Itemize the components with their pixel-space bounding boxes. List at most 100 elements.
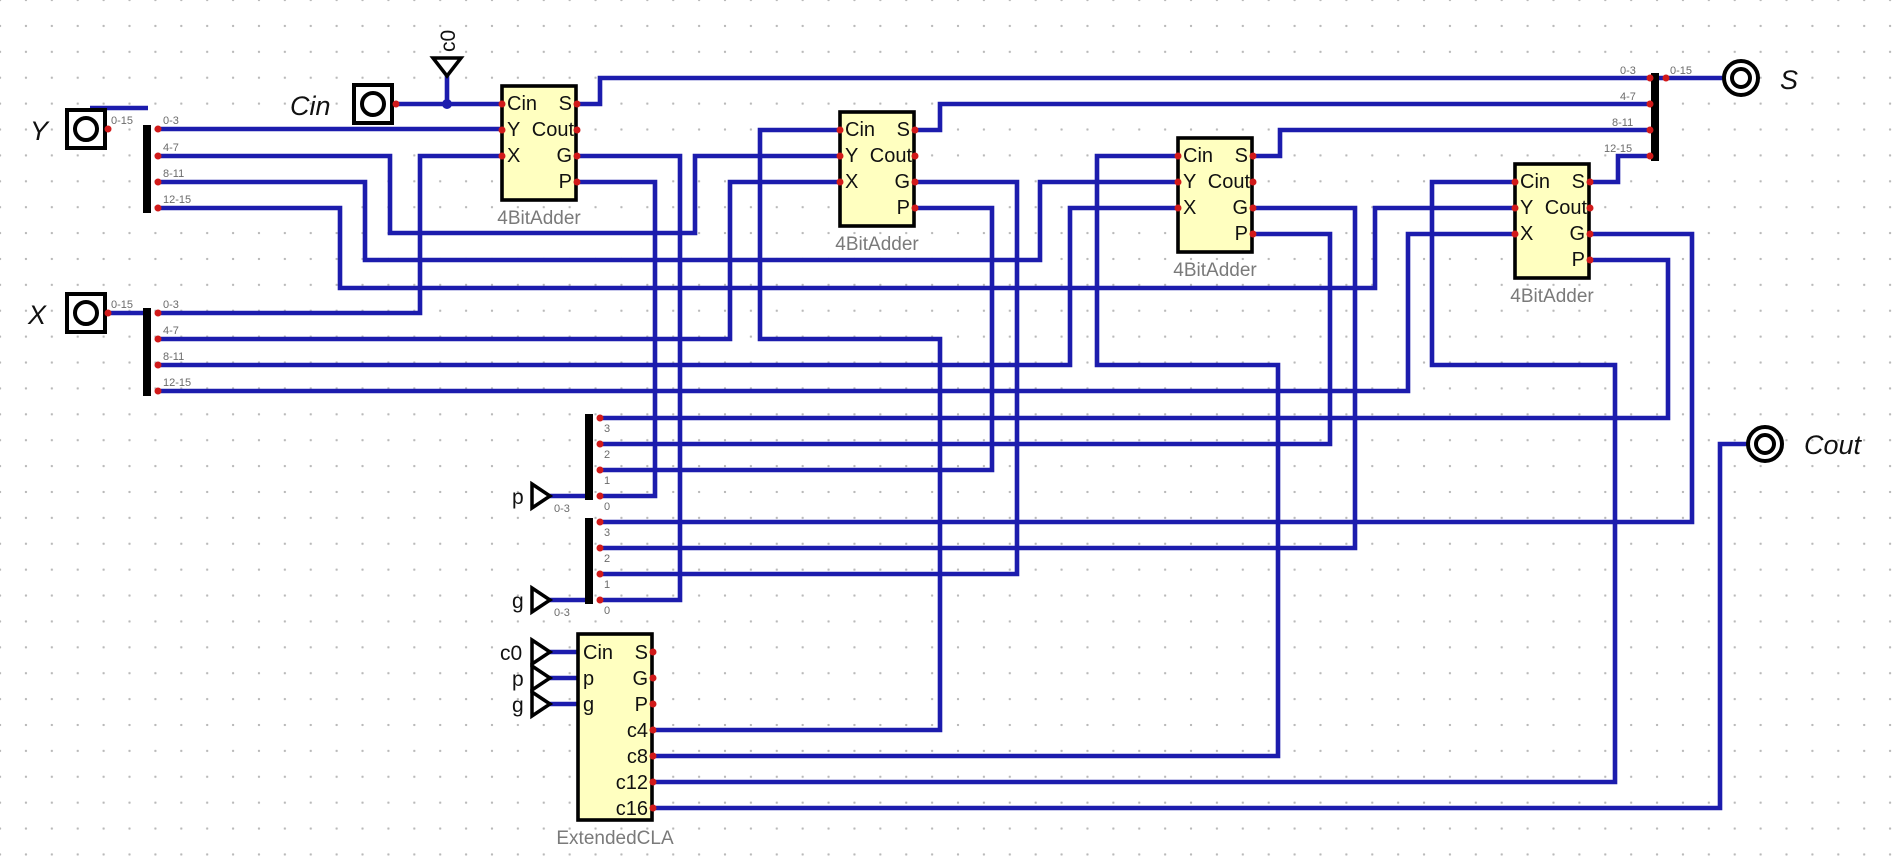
splitter-y[interactable]: 0-3 4-7 8-11 12-15 <box>143 115 191 213</box>
wire-x-0-3[interactable] <box>158 153 502 316</box>
wire-g2[interactable] <box>600 179 1020 577</box>
input-pin-y[interactable]: Y 0-15 <box>30 108 133 150</box>
wire-g4[interactable] <box>600 231 1695 525</box>
tap-label: 8-11 <box>163 168 184 180</box>
input-pin-cin[interactable]: Cin <box>290 83 400 125</box>
splitter-x[interactable]: 0-3 4-7 8-11 12-15 <box>143 299 191 396</box>
port-cout: Cout <box>870 145 913 167</box>
port-cout: Cout <box>1545 197 1588 219</box>
tap-label: 4-7 <box>1620 91 1636 103</box>
wire-s1[interactable] <box>577 75 1650 107</box>
tap-label: 2 <box>604 449 610 461</box>
tap-label: 4-7 <box>163 325 179 337</box>
wire-c4[interactable] <box>652 127 943 733</box>
bus-p[interactable]: 3 2 1 0 <box>585 414 610 513</box>
port-p: P <box>559 171 572 193</box>
wire-p3[interactable] <box>600 231 1333 447</box>
tap-label: 0-15 <box>1670 65 1692 77</box>
tap-label: 3 <box>604 527 610 539</box>
wire-g1[interactable] <box>577 153 683 603</box>
wire-s3[interactable] <box>1253 127 1650 159</box>
x-label: X <box>27 300 47 330</box>
g-tunnel-label: g <box>512 590 524 613</box>
adder-name: 4BitAdder <box>497 208 581 229</box>
port-g: G <box>1569 223 1585 245</box>
port-x: X <box>507 145 520 167</box>
port-g: G <box>1232 197 1248 219</box>
wire-s4[interactable] <box>1591 153 1650 185</box>
port-x: X <box>845 171 858 193</box>
port-cin: Cin <box>1183 145 1213 167</box>
cla-port-cin: Cin <box>583 642 613 664</box>
wire-y-12-15[interactable] <box>158 205 1515 291</box>
port-g: G <box>556 145 572 167</box>
port-x: X <box>1183 197 1196 219</box>
cin-label: Cin <box>290 91 331 121</box>
cla-g-label: g <box>512 694 524 717</box>
port-s: S <box>559 93 572 115</box>
tap-label: 0 <box>604 605 610 617</box>
tap-label: 0-3 <box>163 115 179 127</box>
extended-cla[interactable]: Cin p g S G P c4 c8 c12 c16 ExtendedCLA <box>556 632 674 849</box>
tap-label: 1 <box>604 579 610 591</box>
port-y: Y <box>1520 197 1533 219</box>
output-pin-cout[interactable]: Cout <box>1746 425 1863 463</box>
wire-p4[interactable] <box>600 257 1671 421</box>
tap-label: 3 <box>604 423 610 435</box>
wire-x-4-7[interactable] <box>158 179 840 342</box>
wire-c12[interactable] <box>652 179 1618 785</box>
wire-c16[interactable] <box>652 441 1748 811</box>
tap-label: 12-15 <box>1604 143 1632 155</box>
c0-tunnel-label: c0 <box>437 30 460 52</box>
wire-y-4-7[interactable] <box>158 153 840 236</box>
port-cout: Cout <box>532 119 575 141</box>
port-p: P <box>897 197 910 219</box>
tap-label: 8-11 <box>163 351 184 363</box>
cla-port-G: G <box>632 668 648 690</box>
adder-3[interactable]: Cin Y X S Cout G P 4BitAdder <box>1173 136 1257 281</box>
wire-c8[interactable] <box>652 153 1281 759</box>
y-width-label: 0-15 <box>111 115 133 127</box>
tunnel-g[interactable]: g 0-3 <box>512 584 570 619</box>
tap-label: 0 <box>604 501 610 513</box>
port-cin: Cin <box>507 93 537 115</box>
port-cin: Cin <box>845 119 875 141</box>
input-pin-x[interactable]: X 0-15 <box>27 292 133 334</box>
cla-port-c12: c12 <box>616 772 648 794</box>
adder-2[interactable]: Cin Y X S Cout G P 4BitAdder <box>835 110 919 255</box>
port-s: S <box>897 119 910 141</box>
port-p: P <box>1235 223 1248 245</box>
wire-p1[interactable] <box>577 179 658 499</box>
adder-name: 4BitAdder <box>835 234 919 255</box>
tunnel-cla-p[interactable]: p <box>512 662 554 694</box>
tap-label: 2 <box>604 553 610 565</box>
adder-1[interactable]: Cin Y X S Cout G P 4BitAdder <box>497 84 581 229</box>
wires <box>90 73 1748 811</box>
port-y: Y <box>507 119 520 141</box>
wire-y-8-11[interactable] <box>158 179 1178 263</box>
cla-name: ExtendedCLA <box>556 828 674 849</box>
splitter-s[interactable]: 0-3 4-7 8-11 12-15 0-15 <box>1604 65 1692 161</box>
tunnel-cla-c0[interactable]: c0 <box>500 636 554 668</box>
wire-x-12-15[interactable] <box>158 231 1515 394</box>
adder-name: 4BitAdder <box>1510 286 1594 307</box>
wire-x-8-11[interactable] <box>158 205 1178 368</box>
wire-g3[interactable] <box>600 205 1358 551</box>
port-s: S <box>1572 171 1585 193</box>
wire-p2[interactable] <box>600 205 995 473</box>
port-cin: Cin <box>1520 171 1550 193</box>
cla-port-c16: c16 <box>616 798 648 820</box>
output-pin-s[interactable]: S <box>1722 59 1798 97</box>
tunnel-cla-g[interactable]: g <box>512 688 554 720</box>
tunnel-p[interactable]: p 0-3 <box>512 480 570 515</box>
tap-label: 12-15 <box>163 377 191 389</box>
bus-width-label: 0-3 <box>554 607 570 619</box>
wire-s2[interactable] <box>915 101 1650 133</box>
port-cout: Cout <box>1208 171 1251 193</box>
bus-g[interactable]: 3 2 1 0 <box>585 518 610 617</box>
tunnel-c0-top[interactable]: c0 <box>429 30 465 109</box>
tap-label: 8-11 <box>1612 117 1633 129</box>
adder-4[interactable]: Cin Y X S Cout G P 4BitAdder <box>1510 162 1594 307</box>
